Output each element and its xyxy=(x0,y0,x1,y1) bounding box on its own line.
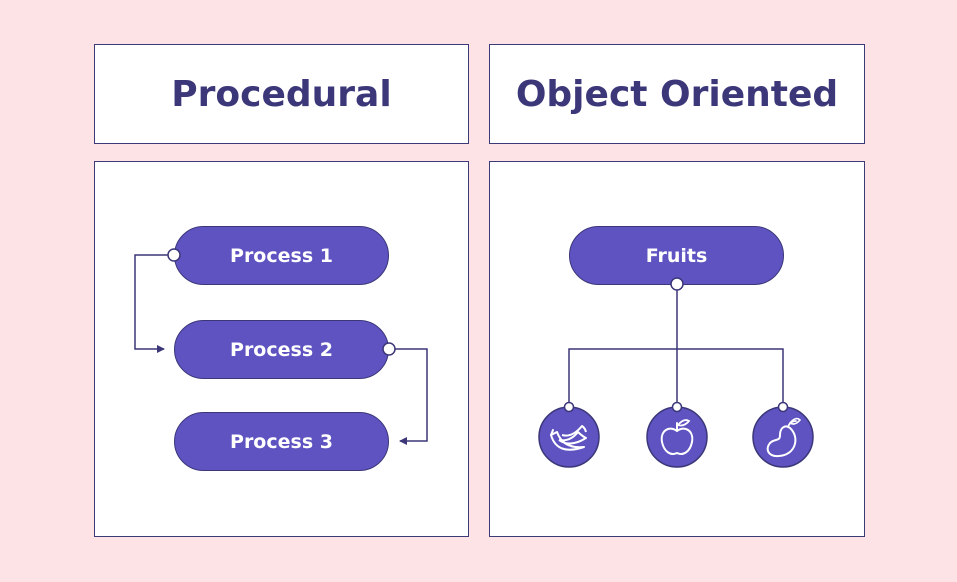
connector-branch xyxy=(568,348,784,407)
procedural-title: Procedural xyxy=(171,73,392,115)
process-2-label: Process 2 xyxy=(230,338,333,361)
mango-icon xyxy=(752,406,814,468)
connector-dot xyxy=(563,401,575,413)
connector-dot xyxy=(671,401,683,413)
connector-process2-to-process3 xyxy=(389,348,428,445)
connector-dot xyxy=(777,401,789,413)
procedural-title-box: Procedural xyxy=(94,44,469,144)
object-oriented-title-box: Object Oriented xyxy=(489,44,865,144)
apple-icon xyxy=(646,406,708,468)
process-1-node: Process 1 xyxy=(174,226,389,285)
process-1-label: Process 1 xyxy=(230,244,333,267)
process-3-node: Process 3 xyxy=(174,412,389,471)
connector-process1-to-process2 xyxy=(134,254,174,353)
fruits-node: Fruits xyxy=(569,226,784,285)
process-3-label: Process 3 xyxy=(230,430,333,453)
process-2-node: Process 2 xyxy=(174,320,389,379)
banana-icon xyxy=(538,406,600,468)
object-oriented-title: Object Oriented xyxy=(515,73,839,115)
fruits-label: Fruits xyxy=(645,244,708,267)
